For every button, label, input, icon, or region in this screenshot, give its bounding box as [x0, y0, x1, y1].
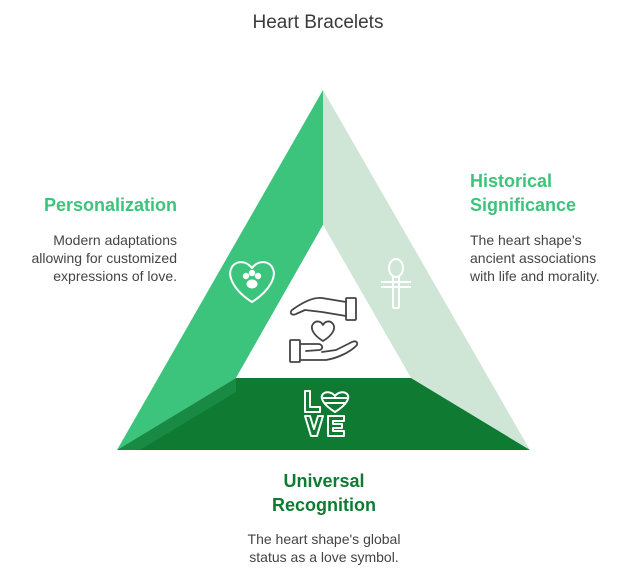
- personalization-heading: Personalization: [43, 195, 177, 215]
- historical-face: [323, 90, 530, 450]
- love-text-icon: [304, 390, 350, 437]
- historical-heading-line: Historical: [470, 171, 553, 191]
- historical-desc-line: The heart shape's: [470, 232, 582, 248]
- personalization-face: [117, 90, 323, 450]
- historical-desc-line: with life and morality.: [470, 268, 600, 284]
- historical-description: The heart shape's ancient associations w…: [470, 231, 600, 285]
- universal-heading: Universal Recognition: [224, 469, 424, 517]
- heart-paw-icon: [229, 261, 275, 303]
- center-triangle: [236, 225, 411, 378]
- universal-face: [117, 378, 530, 450]
- universal-description: The heart shape's global status as a lov…: [204, 530, 444, 566]
- historical-heading-line: Significance: [470, 195, 577, 215]
- personalization-desc-line: allowing for customized: [31, 250, 177, 266]
- ankh-icon: [381, 258, 411, 309]
- universal-heading-line: Universal: [283, 471, 365, 491]
- personalization-desc-line: Modern adaptations: [53, 232, 177, 248]
- hands-heart-icon: [289, 297, 359, 363]
- personalization-description: Modern adaptations allowing for customiz…: [31, 231, 177, 285]
- universal-desc-line: status as a love symbol.: [249, 549, 399, 565]
- universal-heading-line: Recognition: [272, 495, 376, 515]
- universal-desc-line: The heart shape's global: [247, 531, 401, 547]
- left-bevel: [117, 378, 236, 450]
- personalization-desc-line: expressions of love.: [53, 268, 177, 284]
- page-title: Heart Bracelets: [252, 12, 384, 33]
- historical-heading: Historical Significance: [470, 169, 576, 217]
- historical-desc-line: ancient associations: [470, 250, 597, 266]
